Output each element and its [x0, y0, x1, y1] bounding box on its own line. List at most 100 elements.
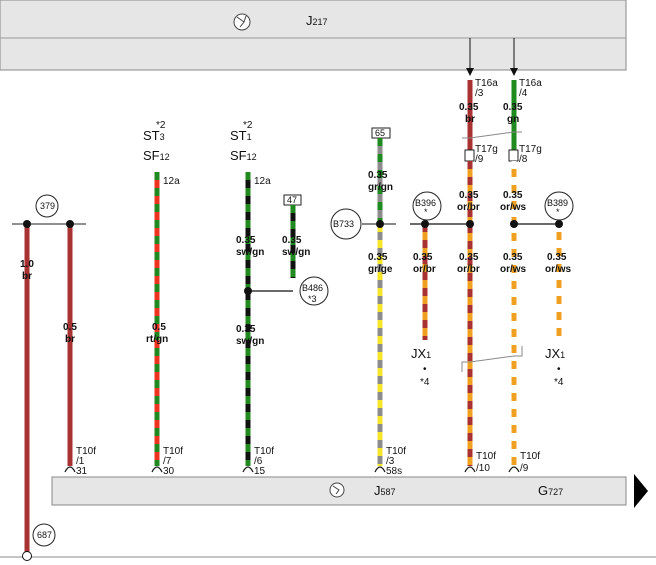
- wire-color: br: [22, 271, 32, 282]
- terminal-pin: /7: [163, 456, 172, 467]
- terminal-pin: /3: [386, 456, 395, 467]
- relay-note: *2: [156, 120, 166, 131]
- wire-0.35-or-ws-jx1: B389 * 0.35 or/ws JX1 • *4: [544, 191, 574, 388]
- terminal-label: T10f: [476, 451, 496, 462]
- wire-color: gn: [507, 114, 519, 125]
- wire-0.5-rt-gn: 12a 0.5 rt/gn T10f /7 30: [146, 172, 183, 477]
- wire-color: gr/ge: [368, 264, 393, 275]
- g727-label: G727: [538, 483, 563, 498]
- wire-color: gr/gn: [368, 182, 393, 193]
- wire-gauge: 0.35: [503, 252, 523, 263]
- terminal-pin: /6: [254, 456, 263, 467]
- terminal-num: 31: [76, 466, 88, 477]
- wire-color: or/ws: [500, 264, 527, 275]
- wire-gauge: 0.35: [547, 252, 567, 263]
- wire-gauge: 0.35: [459, 190, 479, 201]
- wire-color: or/br: [457, 202, 480, 213]
- wire-color: sw/gn: [236, 247, 264, 258]
- fuse-sf12-label: SF12: [143, 148, 170, 163]
- twisted-pair-marker: [461, 346, 523, 372]
- ground-symbol-icon: [233, 13, 251, 31]
- terminal-pin: /9: [520, 463, 529, 474]
- wire-0.5-br: 0.5 br T10f /1 31: [63, 220, 96, 477]
- wire-gauge: 0.35: [459, 102, 479, 113]
- splice-b733-label: B733: [333, 219, 354, 229]
- wire-gauge: 1.0: [20, 259, 34, 270]
- wire-color: or/ws: [500, 202, 527, 213]
- terminal-num: 30: [163, 466, 175, 477]
- wire-color: rt/gn: [146, 334, 168, 345]
- wire-0.35-gn-or-ws: T16a /4 0.35 gn T17g /8 0.35 or/ws 0.35 …: [500, 38, 542, 474]
- terminal-pin: /9: [475, 154, 484, 165]
- connector-jx1-right: JX1: [545, 346, 565, 361]
- wire-color: or/br: [413, 264, 436, 275]
- j587-label: J587: [374, 483, 396, 498]
- wire-gauge: 0.35: [413, 252, 433, 263]
- connector-icon: [508, 149, 519, 162]
- splice-b389: [544, 191, 574, 221]
- ground-point-687: [32, 523, 56, 547]
- wire-gauge: 0.35: [236, 324, 256, 335]
- terminal-pin: /3: [475, 88, 484, 99]
- wire-color: br: [465, 114, 475, 125]
- terminal-label: T10f: [386, 446, 406, 457]
- wire-gauge: 0.35: [368, 252, 388, 263]
- terminal-label: T17g: [475, 144, 498, 155]
- terminal-label: T10f: [520, 451, 540, 462]
- wire-color: sw/gn: [282, 247, 310, 258]
- wire-color: or/br: [457, 264, 480, 275]
- connector-dot: •: [557, 364, 561, 375]
- relay-st1-label: ST1: [230, 128, 252, 143]
- wire-color: sw/gn: [236, 336, 264, 347]
- splice-b396-label: B396: [415, 198, 436, 208]
- control-unit-j217: J217: [0, 0, 627, 71]
- j217-label: J217: [306, 13, 328, 28]
- terminal-label: T16a: [519, 78, 542, 89]
- relay-st3: *2 ST3 SF12: [143, 120, 170, 163]
- ground-point-687-label: 687: [37, 530, 52, 540]
- connector-note: *4: [554, 377, 564, 388]
- twisted-pair-marker: [462, 131, 522, 139]
- terminal-label: T10f: [254, 446, 274, 457]
- splice-379: [35, 194, 59, 218]
- splice-b396: [412, 191, 442, 221]
- connector-note: *4: [420, 377, 430, 388]
- wire-0.35-br-or-br: T16a /3 0.35 br T17g /9 0.35 or/br 0.35 …: [457, 38, 498, 474]
- wire-gauge: 0.5: [63, 322, 77, 333]
- wire-branch-47: 47 0.35 sw/gn B486 *3: [282, 194, 329, 306]
- terminal-pin: /8: [519, 154, 528, 165]
- ground-symbol-icon: [329, 482, 345, 498]
- wire-gauge: 0.35: [368, 170, 388, 181]
- splice-b486-label: B486: [302, 283, 323, 293]
- wire-gauge: 0.35: [503, 102, 523, 113]
- wire-0.35-gr-gn-gr-ge: 65 0.35 gr/gn B733 0.35 gr/ge T10f /3 58…: [330, 127, 406, 477]
- wire-0.35-or-br-jx1: B396 * 0.35 or/br JX1 • *4: [411, 191, 442, 388]
- wire-gauge: 0.35: [282, 235, 302, 246]
- wire-1.0-br: 1.0 br: [20, 220, 34, 561]
- relay-st3-label: ST3: [143, 128, 165, 143]
- connector-jx1-left: JX1: [411, 346, 431, 361]
- connector-dot: •: [423, 364, 427, 375]
- terminal-label: T10f: [76, 446, 96, 457]
- relay-st1: *2 ST1 SF12: [230, 120, 257, 163]
- connector-box-65-label: 65: [375, 128, 385, 138]
- relay-note: *2: [243, 120, 253, 131]
- terminal-label: 12a: [254, 176, 271, 187]
- connector-box-47-label: 47: [287, 195, 297, 205]
- wire-gauge: 0.35: [459, 252, 479, 263]
- terminal-pin: /10: [476, 463, 490, 474]
- terminal-label: T10f: [163, 446, 183, 457]
- connector-icon: [464, 149, 475, 162]
- terminal-num: 15: [254, 466, 266, 477]
- splice-b389-star: *: [556, 207, 560, 217]
- splice-b486: [299, 276, 329, 306]
- control-unit-j587: J587 G727: [51, 474, 648, 508]
- fuse-sf12-label: SF12: [230, 148, 257, 163]
- splice-b486-note: *3: [308, 294, 317, 304]
- terminal-label: 12a: [163, 176, 180, 187]
- terminal-label: T17g: [519, 144, 542, 155]
- terminal-num: 58s: [386, 466, 402, 477]
- wire-gauge: 0.35: [236, 235, 256, 246]
- terminal-label: T16a: [475, 78, 498, 89]
